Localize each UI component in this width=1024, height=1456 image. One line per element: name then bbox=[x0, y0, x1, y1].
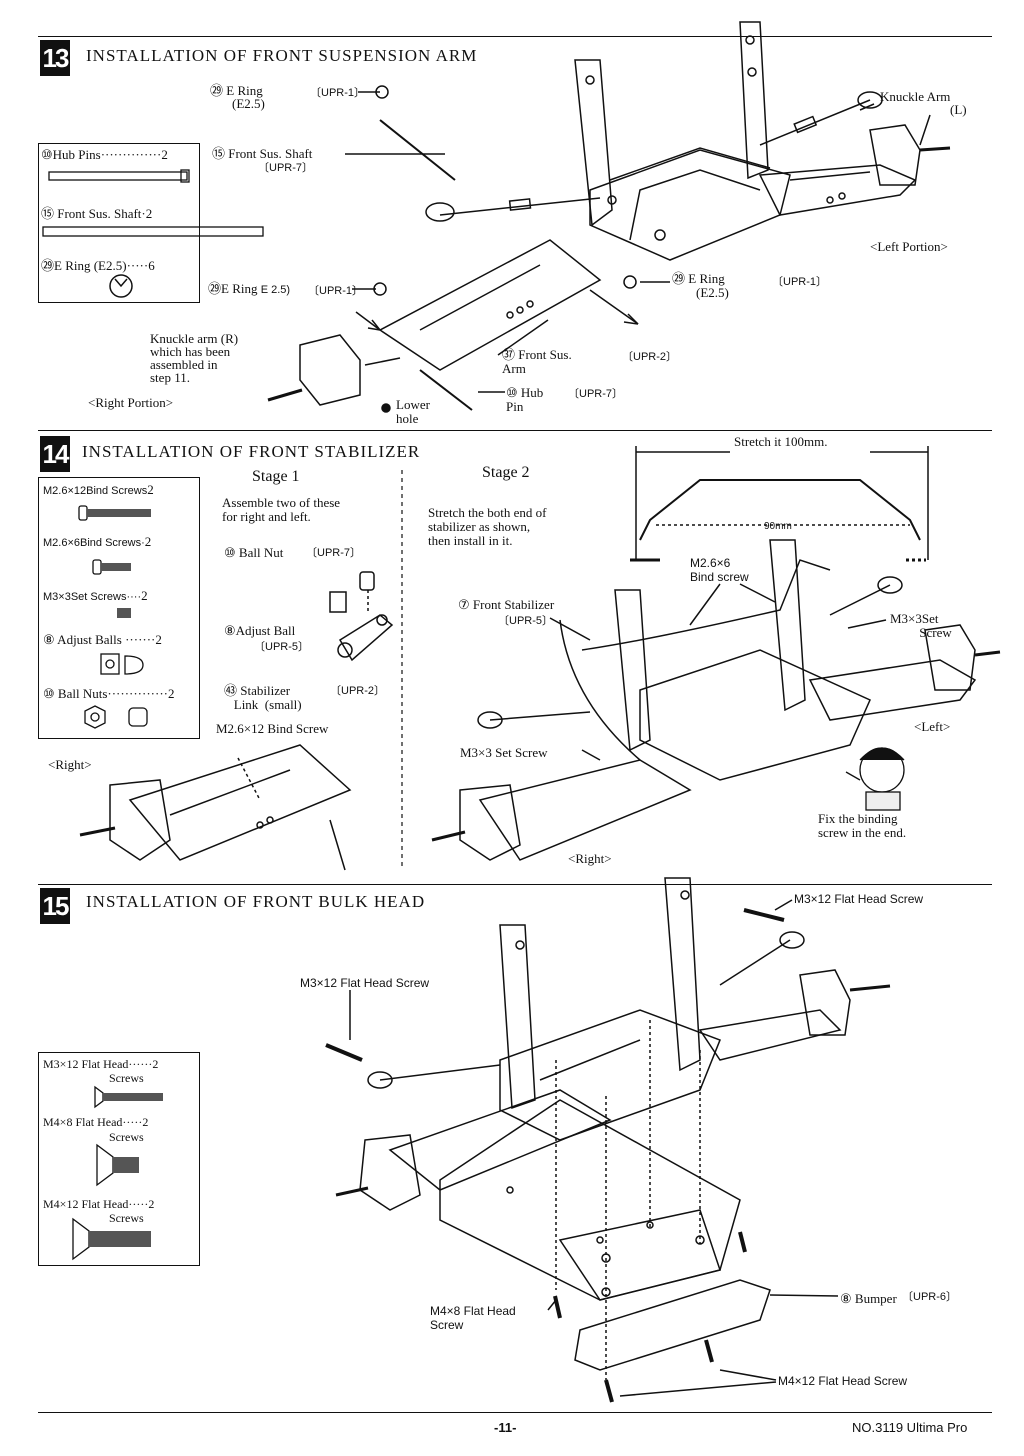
callout-hub-pin-code: 〔UPR-7〕 bbox=[568, 388, 624, 400]
part-ball-nuts: ⑩ Ball Nuts··············2 bbox=[43, 686, 175, 701]
part-m3x12-flat-sub: Screws bbox=[109, 1071, 144, 1085]
m26x12-screw-drawing bbox=[78, 505, 151, 521]
callout-m3x12-left: M3×12 Flat Head Screw bbox=[300, 976, 430, 990]
callout-m4x12: M4×12 Flat Head Screw bbox=[778, 1374, 908, 1388]
stage-2-text: Stretch the both end of stabilizer as sh… bbox=[428, 505, 547, 548]
callout-stabilizer-link: ㊸ Stabilizer Link (small) bbox=[224, 683, 302, 712]
top-rule bbox=[38, 36, 992, 37]
step-13-title: INSTALLATION OF FRONT SUSPENSION ARM bbox=[86, 46, 478, 65]
step-14-title: INSTALLATION OF FRONT STABILIZER bbox=[82, 442, 421, 461]
callout-knuckle-arm-l-side: (L) bbox=[950, 102, 967, 117]
callout-e-ring-right-code: 〔UPR-1〕 bbox=[772, 276, 828, 288]
callout-knuckle-arm-l: Knuckle Arm bbox=[880, 89, 951, 104]
part-m3x12-flat: M3×12 Flat Head······2 bbox=[43, 1057, 159, 1071]
callout-stretch: Stretch it 100mm. bbox=[734, 434, 828, 449]
page-number: -11- bbox=[494, 1420, 517, 1435]
note-fix-binding: Fix the binding screw in the end. bbox=[818, 811, 907, 840]
part-m3x3-set: M3×3Set Screws····2 bbox=[43, 588, 148, 603]
callout-front-stabilizer: ⑦ Front Stabilizer bbox=[458, 597, 555, 612]
footer-rule bbox=[38, 1412, 992, 1413]
ball-nut-drawing bbox=[84, 705, 148, 729]
label-right-stage1: <Right> bbox=[48, 757, 92, 772]
step-13-badge: 13 bbox=[40, 40, 70, 76]
callout-m3x12-top: M3×12 Flat Head Screw bbox=[794, 892, 924, 906]
step-14-parts-box: M2.6×12Bind Screws2 M2.6×6Bind Screws·2 … bbox=[38, 477, 200, 739]
step-15-parts-box: M3×12 Flat Head······2 Screws M4×8 Flat … bbox=[38, 1052, 200, 1266]
callout-m26x12-bind-screw: M2.6×12 Bind Screw bbox=[216, 721, 329, 736]
step-14-badge: 14 bbox=[40, 436, 70, 472]
callout-stabilizer-link-code: 〔UPR-2〕 bbox=[330, 685, 386, 697]
part-m26x12-bind: M2.6×12Bind Screws2 bbox=[43, 482, 154, 497]
step-13-assembly-drawing bbox=[267, 21, 951, 413]
step-14-assembly-drawing bbox=[79, 446, 1001, 871]
step-13-parts-box: ⑩Hub Pins··············2 ⑮ Front Sus. Sh… bbox=[38, 143, 264, 303]
set-screw-drawing bbox=[117, 608, 131, 618]
mascot-figure bbox=[845, 747, 905, 811]
part-m4x8-flat: M4×8 Flat Head·····2 bbox=[43, 1115, 149, 1129]
part-m4x8-flat-sub: Screws bbox=[109, 1130, 144, 1144]
callout-adjust-ball: ⑧Adjust Ball bbox=[224, 623, 296, 638]
label-right-stage2: <Right> bbox=[568, 851, 612, 866]
model-number: NO.3119 Ultima Pro bbox=[852, 1420, 968, 1435]
callout-e-ring-right: ㉙ E Ring bbox=[672, 271, 725, 286]
callout-right-portion: <Right Portion> bbox=[88, 395, 174, 410]
callout-e-ring-top: ㉙ E Ring bbox=[210, 83, 263, 98]
part-m4x12-flat-sub: Screws bbox=[109, 1211, 144, 1225]
callout-e-ring-right-size: (E2.5) bbox=[696, 285, 729, 300]
callout-front-sus-shaft: ⑮ Front Sus. Shaft bbox=[212, 146, 313, 161]
callout-front-sus-arm: ㊲ Front Sus. Arm bbox=[502, 347, 572, 376]
sus-shaft-drawing bbox=[42, 226, 264, 237]
callout-bumper-code: 〔UPR-6〕 bbox=[902, 1291, 958, 1303]
stage-divider bbox=[401, 470, 403, 868]
rule-14 bbox=[38, 430, 992, 431]
callout-e-ring-top-size: (E2.5) bbox=[232, 96, 265, 111]
callout-knuckle-arm-r: Knuckle arm (R) which has been assembled… bbox=[150, 331, 239, 385]
callout-adjust-ball-code: 〔UPR-5〕 bbox=[254, 641, 310, 653]
callout-m26x6-bind-screw: M2.6×6 Bind screw bbox=[690, 556, 749, 584]
callout-hub-pin: ⑩ Hub Pin bbox=[506, 385, 544, 414]
callout-front-sus-shaft-code: 〔UPR-7〕 bbox=[258, 162, 314, 174]
callout-front-stabilizer-code: 〔UPR-5〕 bbox=[498, 615, 554, 627]
label-left-stage2: <Left> bbox=[914, 719, 951, 734]
m3x12-flat-drawing bbox=[94, 1085, 163, 1109]
part-hub-pins: ⑩Hub Pins··············2 bbox=[41, 147, 168, 162]
callout-m4x8: M4×8 Flat Head Screw bbox=[430, 1304, 516, 1332]
callout-e-ring-mid-code: 〔UPR-1〕 bbox=[308, 285, 364, 297]
part-m4x12-flat: M4×12 Flat Head·····2 bbox=[43, 1197, 155, 1211]
callout-m3x3-set-screw-l: M3×3 Set Screw bbox=[460, 745, 548, 760]
part-m26x6-bind: M2.6×6Bind Screws·2 bbox=[43, 534, 152, 549]
part-front-sus-shaft: ⑮ Front Sus. Shaft·2 bbox=[41, 206, 153, 221]
m4x12-flat-drawing bbox=[72, 1217, 151, 1261]
adjust-ball-drawing bbox=[100, 653, 144, 675]
callout-lower-hole: Lower hole bbox=[396, 397, 430, 426]
stage-1-text: Assemble two of these for right and left… bbox=[222, 495, 341, 524]
callout-ball-nut: ⑩ Ball Nut bbox=[224, 545, 284, 560]
step-15-title: INSTALLATION OF FRONT BULK HEAD bbox=[86, 892, 426, 911]
m4x8-flat-drawing bbox=[96, 1143, 139, 1187]
hub-pin-drawing bbox=[48, 169, 190, 183]
step-15-badge: 15 bbox=[40, 888, 70, 924]
part-adjust-balls: ⑧ Adjust Balls ·······2 bbox=[43, 632, 162, 647]
callout-bumper: ⑧ Bumper bbox=[840, 1291, 897, 1306]
callout-e-ring-top-code: 〔UPR-1〕 bbox=[310, 87, 366, 99]
callout-left-portion: <Left Portion> bbox=[870, 239, 948, 254]
callout-ball-nut-code: 〔UPR-7〕 bbox=[306, 547, 362, 559]
e-ring-drawing bbox=[109, 274, 133, 298]
part-e-ring: ㉙E Ring (E2.5)·····6 bbox=[41, 258, 155, 273]
callout-e-ring-mid: ㉙E Ring E 2.5) bbox=[208, 281, 291, 297]
callout-90mm: 90mm bbox=[764, 521, 792, 532]
rule-15 bbox=[38, 884, 992, 885]
m26x6-screw-drawing bbox=[92, 559, 131, 575]
callout-front-sus-arm-code: 〔UPR-2〕 bbox=[622, 351, 678, 363]
stage-1-title: Stage 1 bbox=[252, 468, 300, 485]
stage-2-title: Stage 2 bbox=[482, 464, 530, 481]
